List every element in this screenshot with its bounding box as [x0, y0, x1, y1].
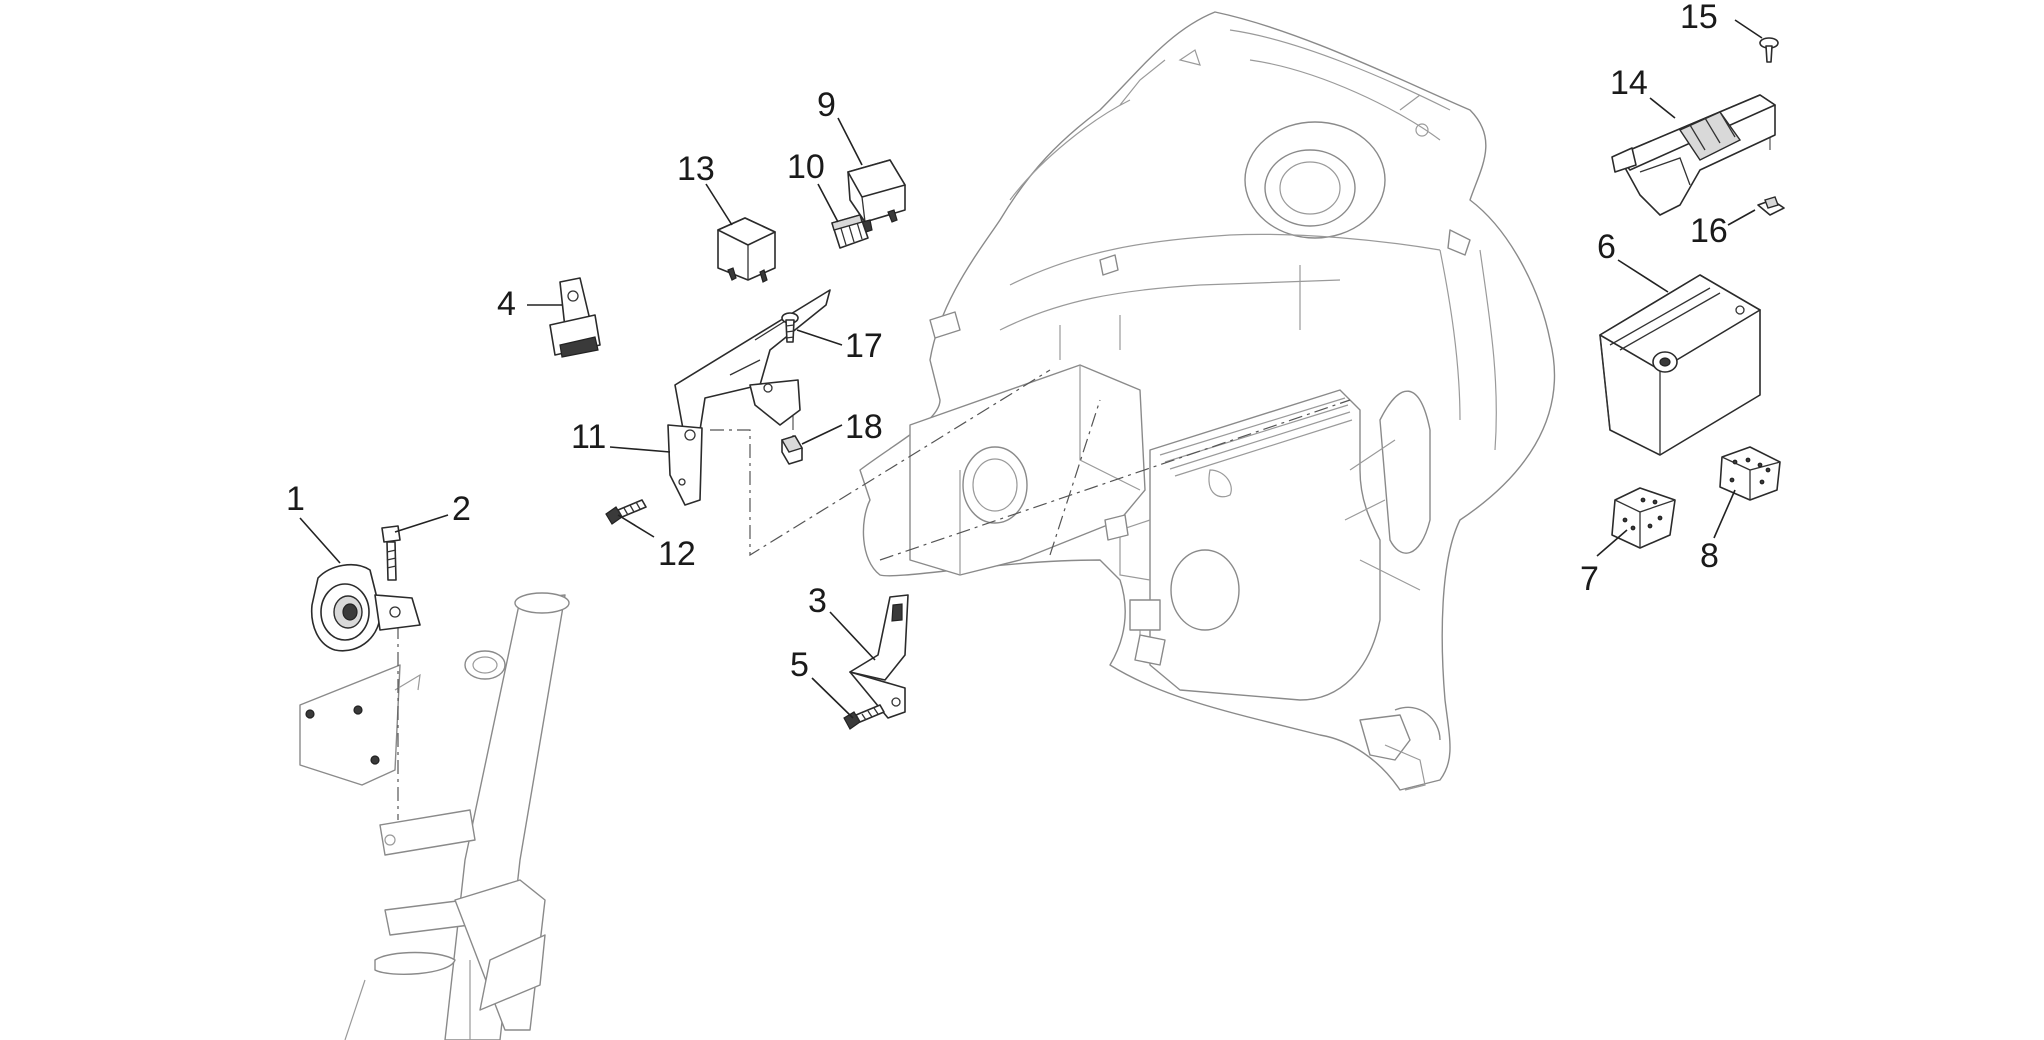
callout-labels: 1 2 3 4 5 6 7 8 9 10 11 12 13 14 15 16 1… [286, 0, 1728, 684]
bracket-part [849, 594, 909, 719]
callout-8: 8 [1700, 537, 1719, 575]
clip-nut-part-16 [1757, 196, 1785, 216]
storage-compartment-housing [859, 11, 1556, 791]
battery-part [1599, 274, 1761, 456]
leader-lines [299, 19, 1763, 719]
foam-pad-part-8 [1719, 446, 1781, 501]
connector-part-10 [831, 214, 869, 249]
bolt-part [381, 525, 401, 581]
callout-15: 15 [1680, 0, 1718, 36]
callout-1: 1 [286, 480, 305, 518]
callout-5: 5 [790, 646, 809, 684]
callout-9: 9 [817, 86, 836, 124]
relay-part-9 [847, 159, 906, 233]
callout-7: 7 [1580, 560, 1599, 598]
fuse-cover-part [1611, 94, 1776, 216]
callout-18: 18 [845, 408, 883, 446]
nut-clip-part-18 [780, 435, 804, 465]
callout-6: 6 [1597, 228, 1616, 266]
callout-17: 17 [845, 327, 883, 365]
bracket-plate-part [667, 289, 831, 506]
steering-column [299, 592, 570, 1040]
relay-clip-part [549, 277, 601, 358]
callout-12: 12 [658, 535, 696, 573]
callout-10: 10 [787, 148, 825, 186]
screw-part-17 [781, 312, 799, 343]
screw-part-5 [843, 704, 885, 730]
relay-part-13 [717, 217, 776, 283]
callout-3: 3 [808, 582, 827, 620]
callout-16: 16 [1690, 212, 1728, 250]
callout-4: 4 [497, 285, 516, 323]
callout-2: 2 [452, 490, 471, 528]
foam-pad-part-7 [1611, 487, 1676, 549]
callout-14: 14 [1610, 64, 1648, 102]
horn-part [310, 563, 421, 652]
callout-13: 13 [677, 150, 715, 188]
callout-11: 11 [571, 418, 606, 456]
screw-part-15 [1759, 37, 1779, 63]
